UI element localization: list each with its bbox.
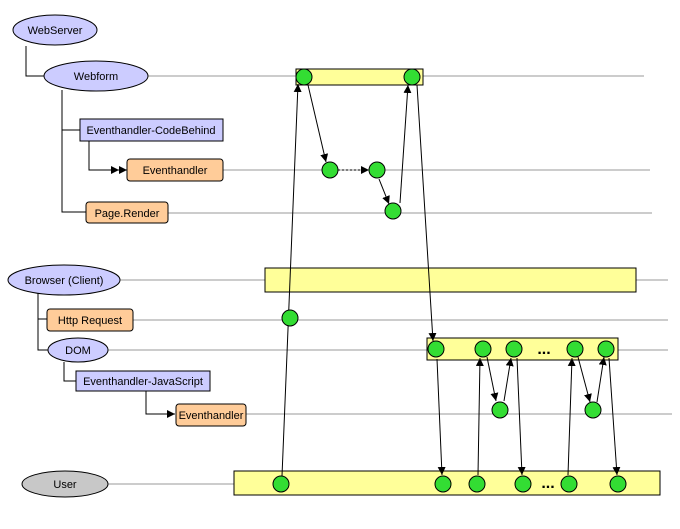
connector-dom-eventhandler-js bbox=[63, 362, 76, 382]
connector-webform-page-render bbox=[61, 90, 86, 213]
node-http-request: Http Request bbox=[46, 308, 134, 332]
arrow-webform-to-dom bbox=[416, 84, 437, 342]
event-dot bbox=[609, 475, 627, 493]
event-dot bbox=[427, 340, 445, 358]
event-dot bbox=[491, 401, 509, 419]
event-dot bbox=[321, 161, 339, 179]
node-eventhandler-codebehind: Eventhandler-CodeBehind bbox=[79, 118, 224, 142]
arrow-user-to-dom-2 bbox=[567, 357, 576, 476]
arrow-webform-to-eventhandler bbox=[307, 84, 329, 163]
arrow-dom-to-user-2 bbox=[516, 357, 526, 476]
event-dot bbox=[281, 309, 299, 327]
message-arrows bbox=[281, 83, 621, 477]
connector-browser-dom bbox=[37, 292, 48, 351]
arrow-dom-to-user-1 bbox=[436, 358, 446, 476]
arrow-user-to-dom-1 bbox=[475, 357, 484, 476]
node-webserver-label: WebServer bbox=[28, 25, 83, 37]
node-user-label: User bbox=[53, 479, 77, 491]
node-browser-client: Browser (Client) bbox=[7, 264, 121, 296]
arrow-dom-to-js-handler-1 bbox=[486, 356, 499, 402]
connector-webserver-webform bbox=[25, 46, 46, 77]
node-eventhandler-javascript: Eventhandler-JavaScript bbox=[75, 370, 211, 392]
arrow-render-to-webform bbox=[399, 84, 412, 204]
node-page-render-label: Page.Render bbox=[95, 208, 160, 220]
node-browser-client-label: Browser (Client) bbox=[25, 275, 104, 287]
event-dot bbox=[597, 340, 615, 358]
nodes: WebServer Webform Eventhandler-CodeBehin… bbox=[7, 14, 247, 498]
event-dot bbox=[584, 401, 602, 419]
arrow-dom-to-user-3 bbox=[608, 357, 621, 476]
event-dot bbox=[474, 340, 492, 358]
arrow-js-handler-to-dom-2 bbox=[596, 356, 607, 403]
arrow-dom-to-js-handler-2 bbox=[577, 356, 592, 403]
node-webserver: WebServer bbox=[12, 14, 98, 46]
activation-bars bbox=[233, 68, 661, 496]
node-eventhandler-client-label: Eventhandler bbox=[179, 410, 244, 422]
node-page-render: Page.Render bbox=[85, 201, 169, 224]
activation-browser bbox=[264, 267, 637, 293]
node-webform: Webform bbox=[43, 60, 149, 92]
node-eventhandler-server: Eventhandler bbox=[126, 158, 224, 182]
connector-eventhandler-js-eventhandler bbox=[145, 391, 175, 418]
node-webform-label: Webform bbox=[74, 71, 118, 83]
event-dot bbox=[403, 68, 421, 86]
node-http-request-label: Http Request bbox=[58, 315, 122, 327]
node-eventhandler-codebehind-label: Eventhandler-CodeBehind bbox=[86, 125, 215, 137]
event-dot bbox=[468, 475, 486, 493]
node-eventhandler-client: Eventhandler bbox=[175, 403, 247, 427]
event-dot bbox=[560, 475, 578, 493]
connector-codebehind-eventhandler bbox=[88, 140, 127, 174]
event-dot bbox=[505, 340, 523, 358]
node-dom: DOM bbox=[47, 337, 109, 363]
event-dots bbox=[272, 68, 627, 493]
event-dot bbox=[272, 475, 290, 493]
event-dot bbox=[434, 475, 452, 493]
ellipsis-dom: ... bbox=[537, 341, 550, 358]
arrow-eventhandler-to-render bbox=[378, 178, 390, 205]
hierarchy-connectors bbox=[25, 46, 175, 418]
node-user: User bbox=[21, 470, 109, 498]
node-eventhandler-javascript-label: Eventhandler-JavaScript bbox=[83, 376, 203, 388]
event-dot bbox=[295, 68, 313, 86]
event-dot bbox=[368, 161, 386, 179]
event-dot bbox=[566, 340, 584, 358]
arrow-user-to-webform bbox=[281, 83, 302, 477]
ellipsis-user: ... bbox=[541, 475, 554, 492]
event-dot bbox=[384, 202, 402, 220]
node-eventhandler-server-label: Eventhandler bbox=[143, 165, 208, 177]
node-dom-label: DOM bbox=[65, 345, 91, 357]
event-dot bbox=[514, 475, 532, 493]
arrow-js-handler-to-dom-1 bbox=[503, 357, 514, 402]
